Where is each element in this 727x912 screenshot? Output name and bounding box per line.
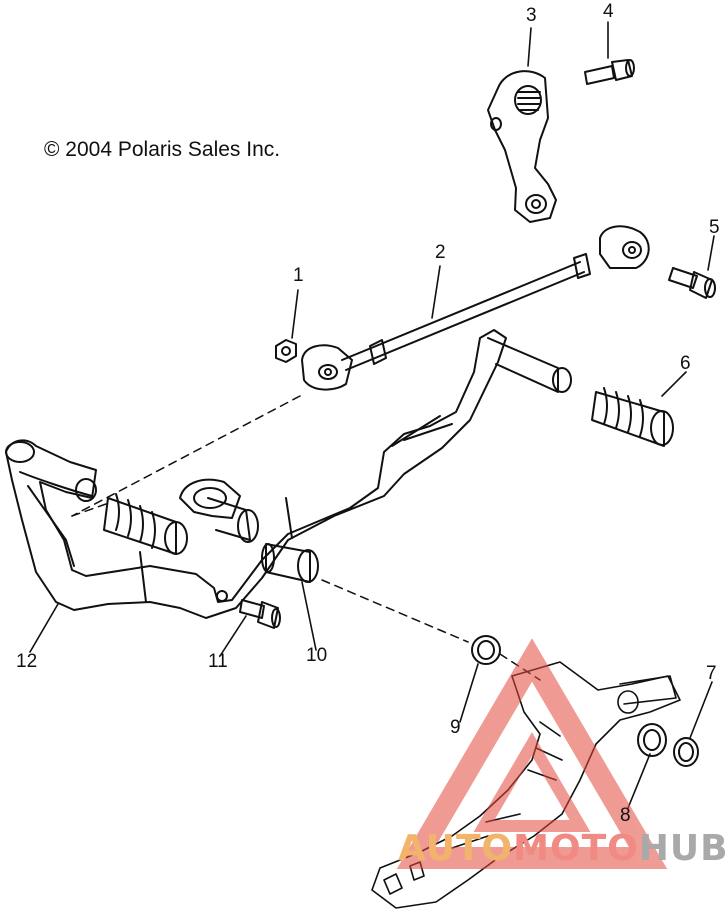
callout-7: 7 [706, 663, 717, 684]
watermark-wordmark: AUTOMOTOHUB [398, 828, 727, 869]
callout-8: 8 [620, 805, 631, 826]
ring-part-7 [673, 737, 699, 767]
washer-part-8 [637, 723, 667, 757]
shift-rod-part-2 [301, 225, 650, 391]
bolt-part-11 [239, 599, 281, 629]
watermark-part-hub: HUB [638, 828, 727, 869]
watermark-part-moto: MOTO [513, 828, 639, 869]
copyright-notice: © 2004 Polaris Sales Inc. [44, 138, 281, 161]
bushing-part-10 [261, 543, 319, 583]
watermark-logo-emblem [396, 638, 668, 869]
callout-6: 6 [680, 353, 691, 374]
shift-arm-part-3 [487, 70, 557, 223]
callout-1: 1 [293, 265, 304, 286]
callout-5: 5 [709, 217, 720, 238]
footrest-rubber-left [103, 493, 188, 555]
assembly-guide-lines [71, 395, 541, 681]
callout-9: 9 [450, 717, 461, 738]
footrest-rubber-part-6 [591, 387, 674, 447]
callout-4: 4 [603, 1, 614, 22]
bolt-part-5 [668, 267, 716, 299]
engine-case-section [371, 661, 681, 909]
watermark-part-auto: AUTO [398, 828, 514, 869]
bolt-part-4 [584, 59, 635, 85]
callout-11: 11 [208, 651, 228, 672]
nut-part-1 [275, 339, 297, 363]
brake-pedal-part-12 [5, 329, 572, 619]
callout-leaders [29, 21, 715, 809]
callout-3: 3 [526, 5, 537, 26]
callout-2: 2 [435, 242, 446, 263]
callout-10: 10 [306, 645, 328, 666]
washer-part-9 [471, 635, 501, 665]
callout-12: 12 [16, 651, 38, 672]
